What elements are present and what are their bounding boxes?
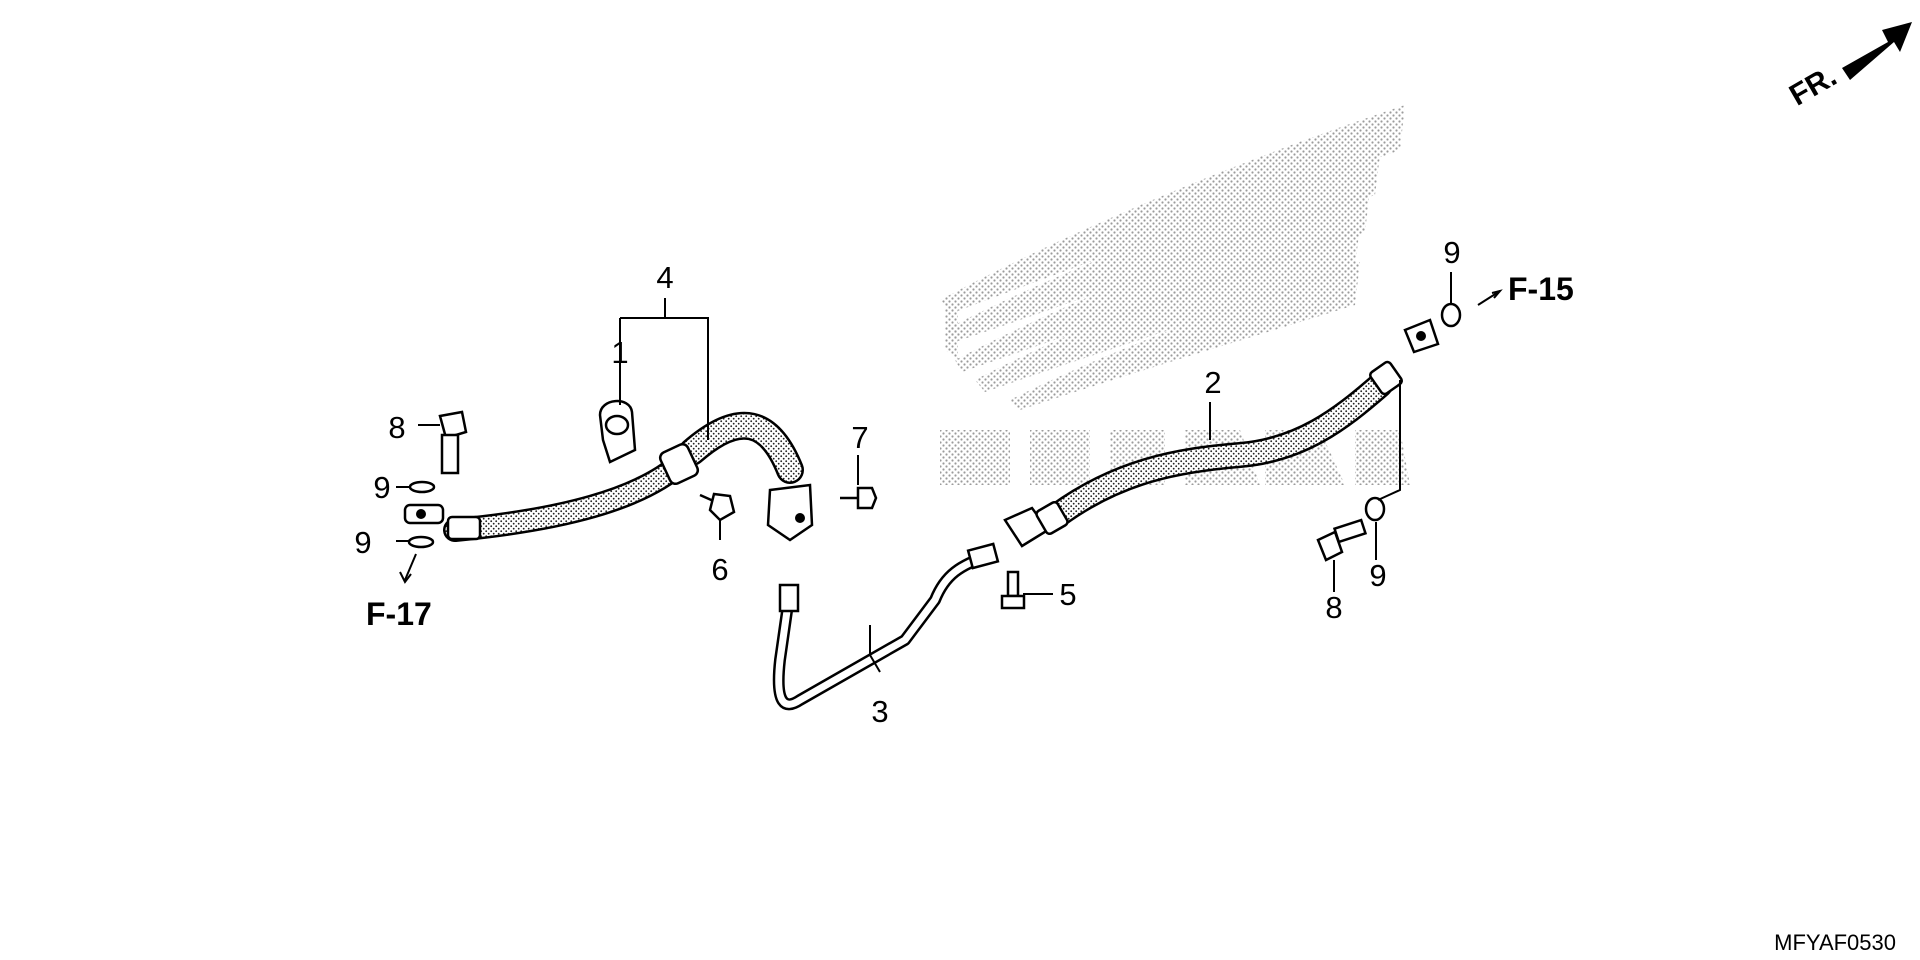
right-banjo-bolt (1316, 518, 1368, 562)
right-sealing-washer-bottom (1364, 496, 1386, 522)
callout-9-left-bottom: 9 (354, 525, 371, 560)
callout-8-right: 8 (1325, 590, 1342, 625)
clamp-bolt (699, 492, 736, 522)
callout-8-left: 8 (388, 410, 405, 445)
front-direction-arrow-icon (1842, 22, 1912, 80)
right-brake-hose (1003, 360, 1403, 548)
left-sealing-washer-top (408, 480, 436, 494)
right-banjo-fitting (1403, 318, 1440, 354)
left-banjo-bolt (438, 410, 468, 475)
callout-6: 6 (711, 552, 728, 587)
left-banjo-fitting (403, 503, 445, 525)
reference-f17: F-17 (366, 596, 432, 632)
callout-9-right-bottom: 9 (1369, 558, 1386, 593)
right-sealing-washer-top (1440, 302, 1462, 328)
callout-2: 2 (1204, 365, 1221, 400)
reference-f15: F-15 (1508, 271, 1574, 307)
joint-bolt (1000, 570, 1026, 610)
callout-4: 4 (656, 260, 673, 295)
callout-9-right-top: 9 (1443, 235, 1460, 270)
hose-clamp (598, 399, 637, 464)
front-direction-label: FR. (1784, 60, 1842, 113)
callout-1: 1 (611, 335, 628, 370)
callout-leaders (396, 272, 1503, 673)
diagram-code: MFYAF0530 (1774, 930, 1896, 955)
callout-5: 5 (1059, 577, 1076, 612)
bracket-bolt (840, 486, 878, 510)
callout-3: 3 (871, 694, 888, 729)
brake-pipe (772, 542, 1000, 711)
callout-9-left-top: 9 (373, 470, 390, 505)
left-sealing-washer-bottom (407, 535, 435, 549)
callout-7: 7 (851, 420, 868, 455)
left-hose-bracket (766, 483, 814, 542)
